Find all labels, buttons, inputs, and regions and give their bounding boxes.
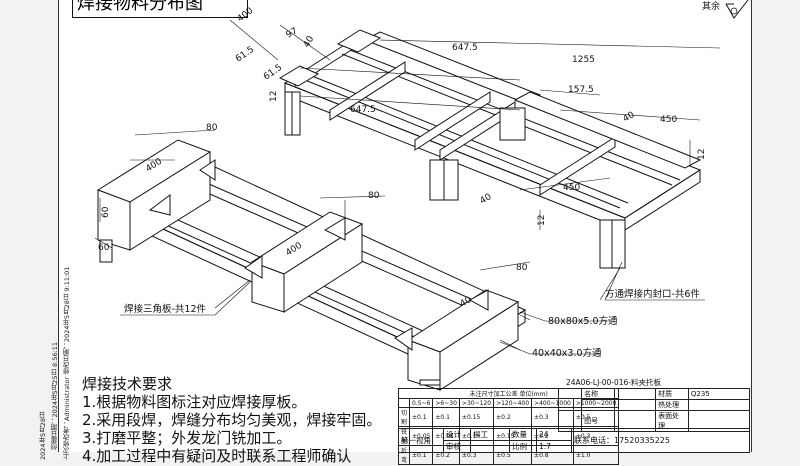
- tol-row-label: 切割: [397, 407, 411, 427]
- dim-647-5a: 647.5: [452, 43, 478, 53]
- dim-40a: 40: [302, 34, 317, 49]
- dim-12b: 12: [697, 149, 707, 160]
- ratio-label: 比例: [509, 440, 537, 453]
- requirement-item: 3.打磨平整；外发龙门铣加工。: [82, 429, 292, 447]
- dim-61-5b: 61.5: [262, 63, 284, 83]
- dim-400-top: 400: [236, 6, 256, 25]
- left-pallet-frame: [96, 139, 527, 391]
- callout-tube-80: 80x80x5.0方通: [548, 315, 618, 327]
- tol-cell: ±0.1: [409, 407, 434, 427]
- callout-tube-40: 40x40x3.0方通: [532, 347, 602, 359]
- isometric-drawing: 400 97 40 61.5 61.5 647.5 647.5 1255 12 …: [94, 6, 721, 391]
- view-label: 第一视角: [398, 428, 444, 453]
- dim-450b: 450: [563, 183, 580, 193]
- title-block-bottom: 第一视角 设计 楊工 数量 24 联系电话：17520335225 审核 比例 …: [398, 428, 750, 453]
- roughness-symbol-icon: [725, 0, 749, 19]
- dim-61-5a: 61.5: [234, 45, 256, 65]
- dim-80a: 80: [206, 123, 218, 133]
- tol-cell: ±0.1: [432, 407, 460, 427]
- drawing-number: 24A06-LJ-00-016-料夹托板: [566, 378, 662, 387]
- dim-647-5b: 647.5: [350, 105, 376, 115]
- tol-header: >30~120: [458, 398, 495, 408]
- callout-tube-cap: 方通焊接内封口-共6件: [605, 288, 700, 300]
- tol-cell: ±0.15: [458, 407, 495, 427]
- dim-80c: 80: [516, 263, 528, 273]
- qty-value: 24: [536, 428, 572, 441]
- tol-header: >120~400: [493, 398, 533, 408]
- ratio-value: 1:7: [536, 440, 572, 453]
- requirement-item: 4.加工过程中有疑问及时联系工程师确认: [82, 447, 352, 465]
- tol-header: >6~30: [432, 398, 460, 408]
- design-label: 设计: [443, 428, 471, 441]
- title-block-right: 名称 材质 Q235 热处理 图号 表面处理: [557, 388, 751, 432]
- tol-header: 0.5~6: [409, 398, 434, 408]
- requirements-title: 焊接技术要求: [82, 375, 173, 393]
- dim-157-5: 157.5: [568, 85, 594, 95]
- right-pallet-frame: [278, 29, 702, 269]
- dimension-lines: [94, 19, 721, 351]
- dim-97: 97: [285, 26, 300, 40]
- dim-12c: 12: [537, 215, 547, 226]
- requirement-item: 1.根据物料图标注对应焊接厚板。: [82, 393, 307, 411]
- dim-450a: 450: [660, 115, 677, 125]
- dim-80b: 80: [368, 191, 380, 201]
- requirement-item: 2.采用段焊，焊缝分布均匀美观，焊接牢固。: [82, 411, 382, 429]
- drawing-title: 焊接物料分布图: [72, 0, 248, 18]
- tol-cell: ±0.2: [493, 407, 533, 427]
- heat-label: 热处理: [655, 399, 689, 411]
- drawing-viewer: 焊接物料分布图 其余 上次修改者：Administrator 修改日期：2024…: [39, 0, 752, 465]
- material-value: Q235: [687, 388, 751, 400]
- contact-phone: 联系电话：17520335225: [571, 428, 750, 453]
- qty-label: 数量: [509, 428, 537, 441]
- dim-1255: 1255: [572, 55, 595, 65]
- name-label: 名称: [581, 388, 615, 400]
- roughness-note: 其余: [702, 2, 721, 12]
- designer-name: 楊工: [470, 428, 510, 441]
- material-label: 材质: [655, 388, 689, 400]
- dim-12a: 12: [269, 91, 279, 102]
- dim-60a: 60: [101, 206, 111, 218]
- dim-40b: 40: [622, 110, 637, 125]
- dim-40c: 40: [479, 192, 494, 207]
- callout-triangle-plate: 焊接三角板-共12件: [124, 303, 207, 315]
- dim-60b: 60: [98, 243, 110, 253]
- check-label: 审核: [443, 440, 471, 453]
